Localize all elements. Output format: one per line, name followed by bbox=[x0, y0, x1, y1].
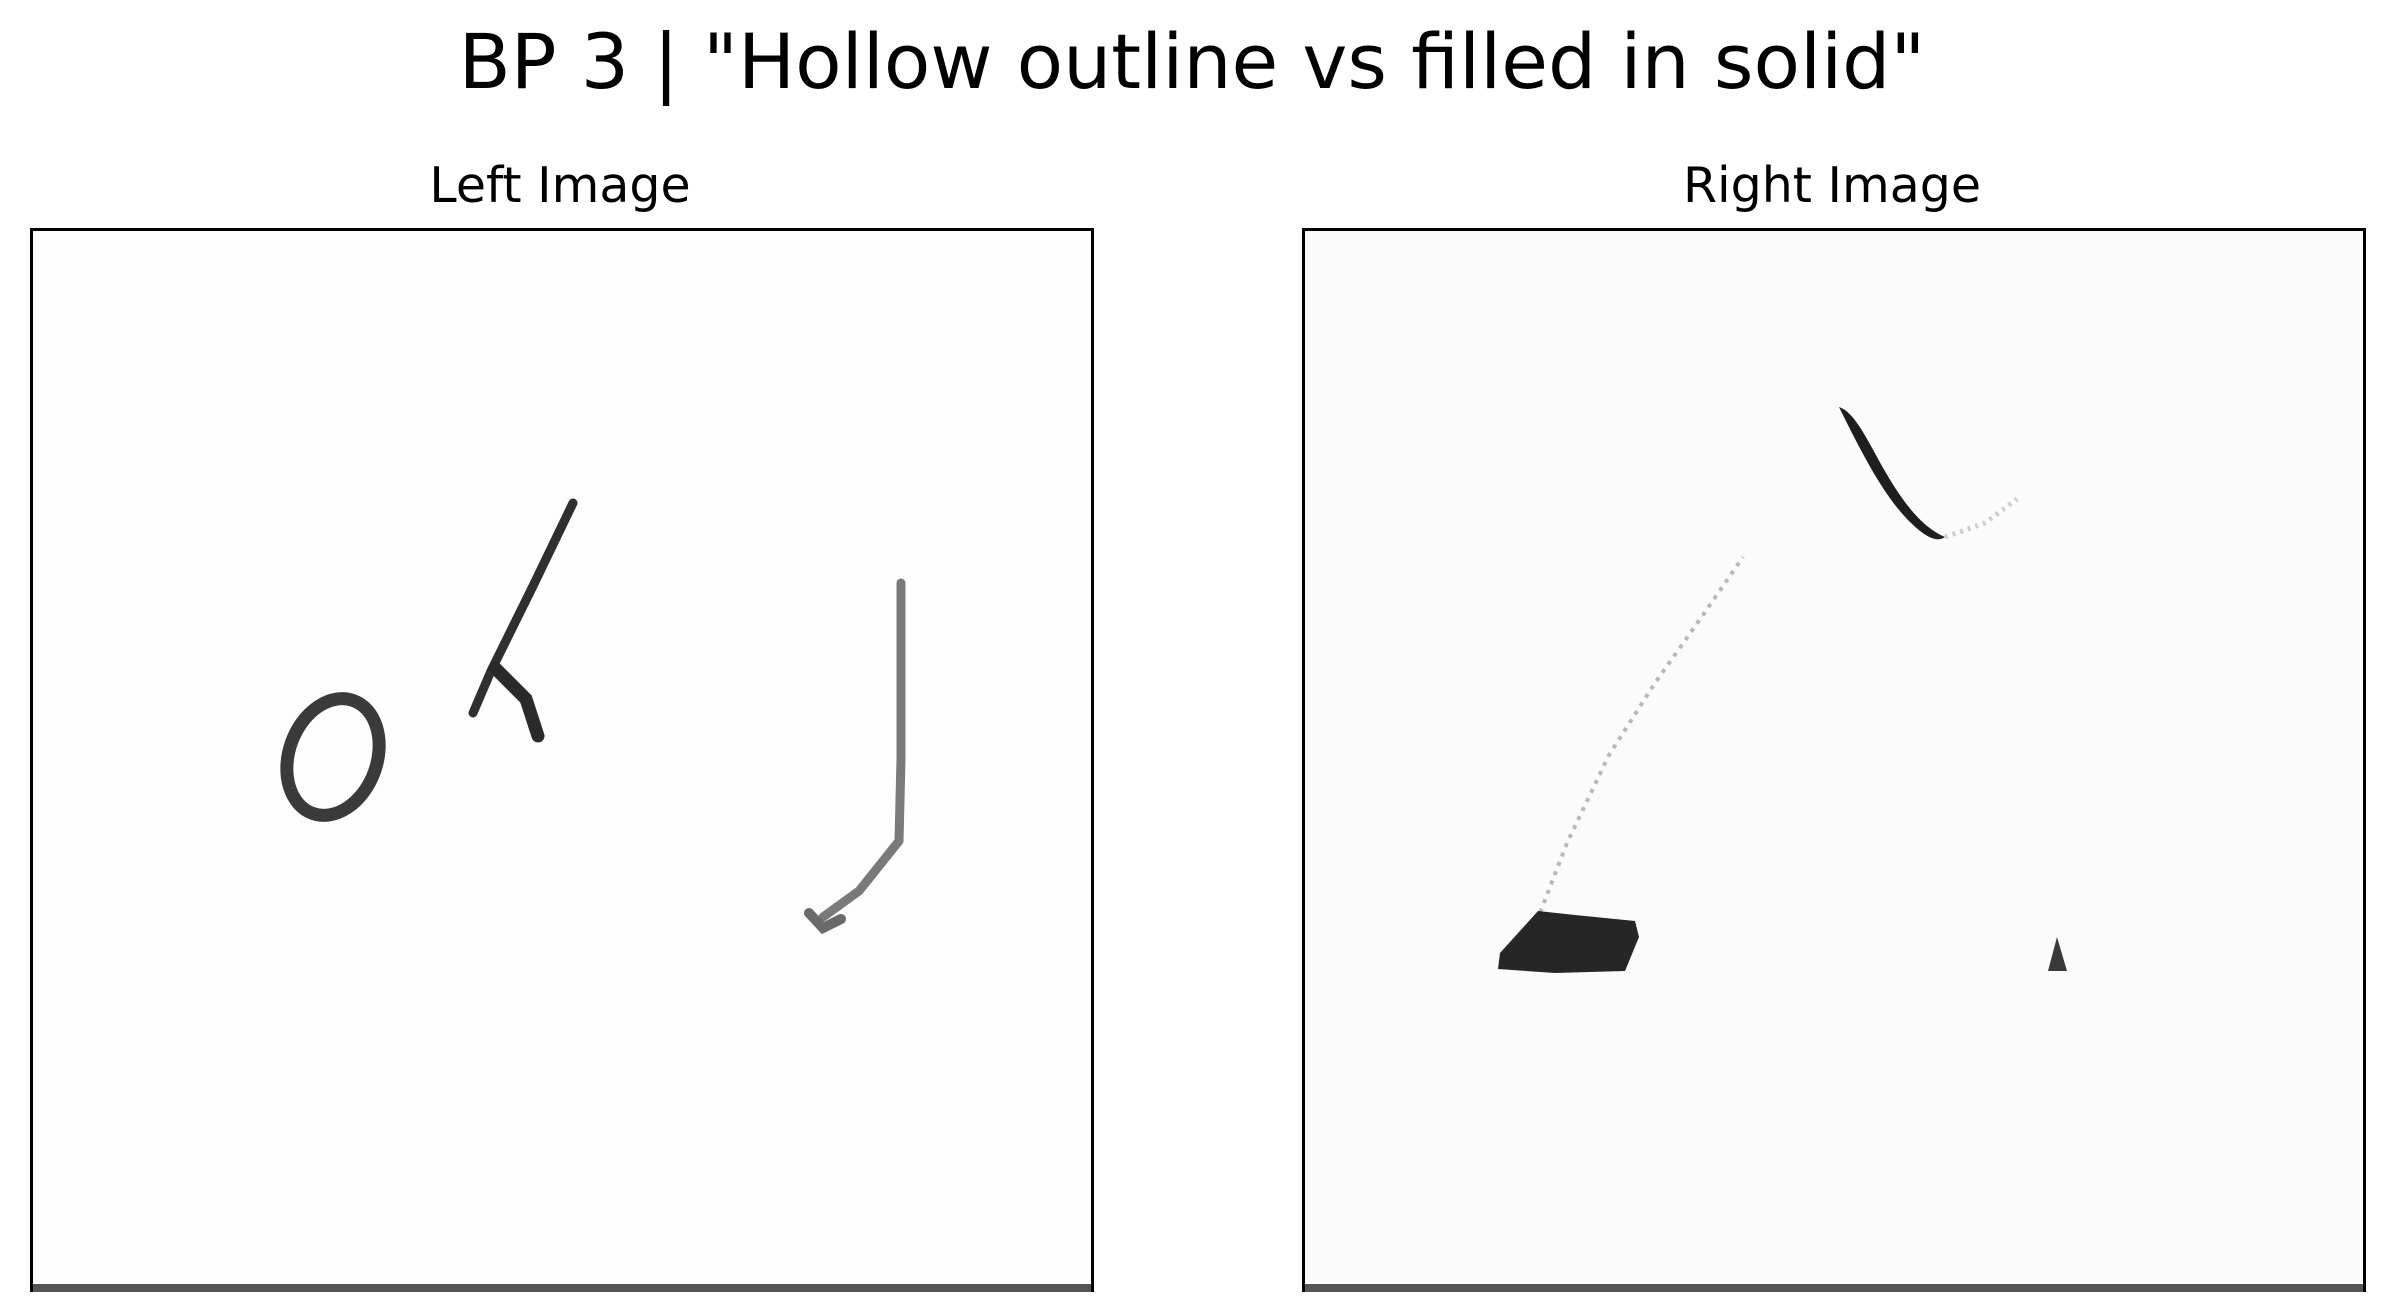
right-image-drawing bbox=[1498, 407, 2067, 973]
small-filled-triangle bbox=[2048, 937, 2067, 971]
diagonal-stroke bbox=[468, 498, 578, 718]
faint-dotted-line bbox=[1531, 555, 1745, 932]
right-image-panel bbox=[1302, 228, 2366, 1292]
k-leg-stroke bbox=[488, 661, 545, 743]
left-image-panel bbox=[30, 228, 1094, 1292]
hook-tip-stroke bbox=[804, 908, 846, 935]
hollow-oval-stroke bbox=[280, 692, 386, 822]
figure-title: BP 3 | "Hollow outline vs filled in soli… bbox=[458, 17, 1926, 106]
left-image-drawing bbox=[280, 498, 906, 935]
hook-stroke bbox=[818, 578, 906, 922]
filled-crescent-shape bbox=[1839, 407, 1945, 540]
left-panel-title: Left Image bbox=[429, 157, 691, 214]
filled-solid-block bbox=[1498, 911, 1639, 973]
right-panel-title: Right Image bbox=[1682, 157, 1982, 214]
crescent-tail-stroke bbox=[1944, 497, 2019, 540]
